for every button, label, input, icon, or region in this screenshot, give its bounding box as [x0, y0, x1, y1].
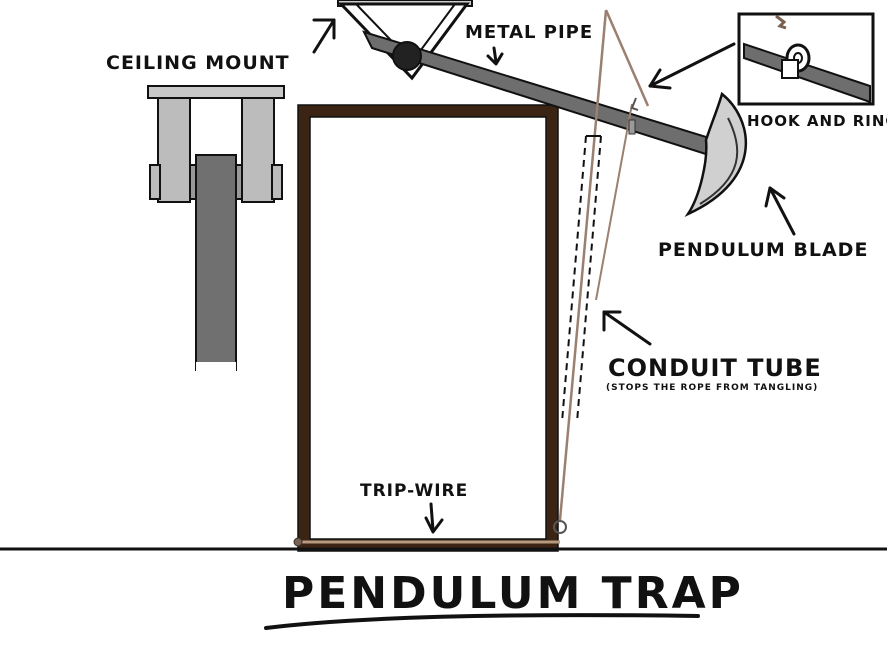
arrow-hook-and-ring	[648, 42, 736, 90]
label-ceiling-mount: CEILING MOUNT	[106, 52, 290, 74]
rope	[553, 9, 650, 534]
arrow-ceiling-mount	[312, 18, 336, 54]
arrow-trip-wire	[424, 502, 444, 534]
label-conduit-tube: CONDUIT TUBE	[608, 354, 822, 382]
title-underline	[264, 613, 700, 630]
label-hook-and-ring: HOOK AND RING	[747, 112, 887, 130]
label-conduit-note: (STOPS THE ROPE FROM TANGLING)	[606, 383, 818, 393]
metal-pipe	[362, 30, 718, 158]
arrows	[312, 18, 796, 534]
label-pendulum-blade: PENDULUM BLADE	[658, 239, 868, 261]
arrow-conduit-tube	[602, 310, 652, 346]
hook-and-ring-inset	[737, 12, 875, 106]
conduit-tube	[561, 135, 602, 423]
ceiling-mount	[147, 85, 285, 372]
pendulum-blade	[684, 91, 748, 217]
page-title: PENDULUM TRAP	[282, 568, 744, 619]
arrow-metal-pipe	[486, 46, 504, 66]
arrow-pendulum-blade	[764, 186, 796, 236]
trip-wire	[293, 537, 560, 547]
label-metal-pipe: METAL PIPE	[465, 22, 593, 43]
door-frame	[297, 104, 559, 552]
label-trip-wire: TRIP-WIRE	[360, 481, 468, 501]
